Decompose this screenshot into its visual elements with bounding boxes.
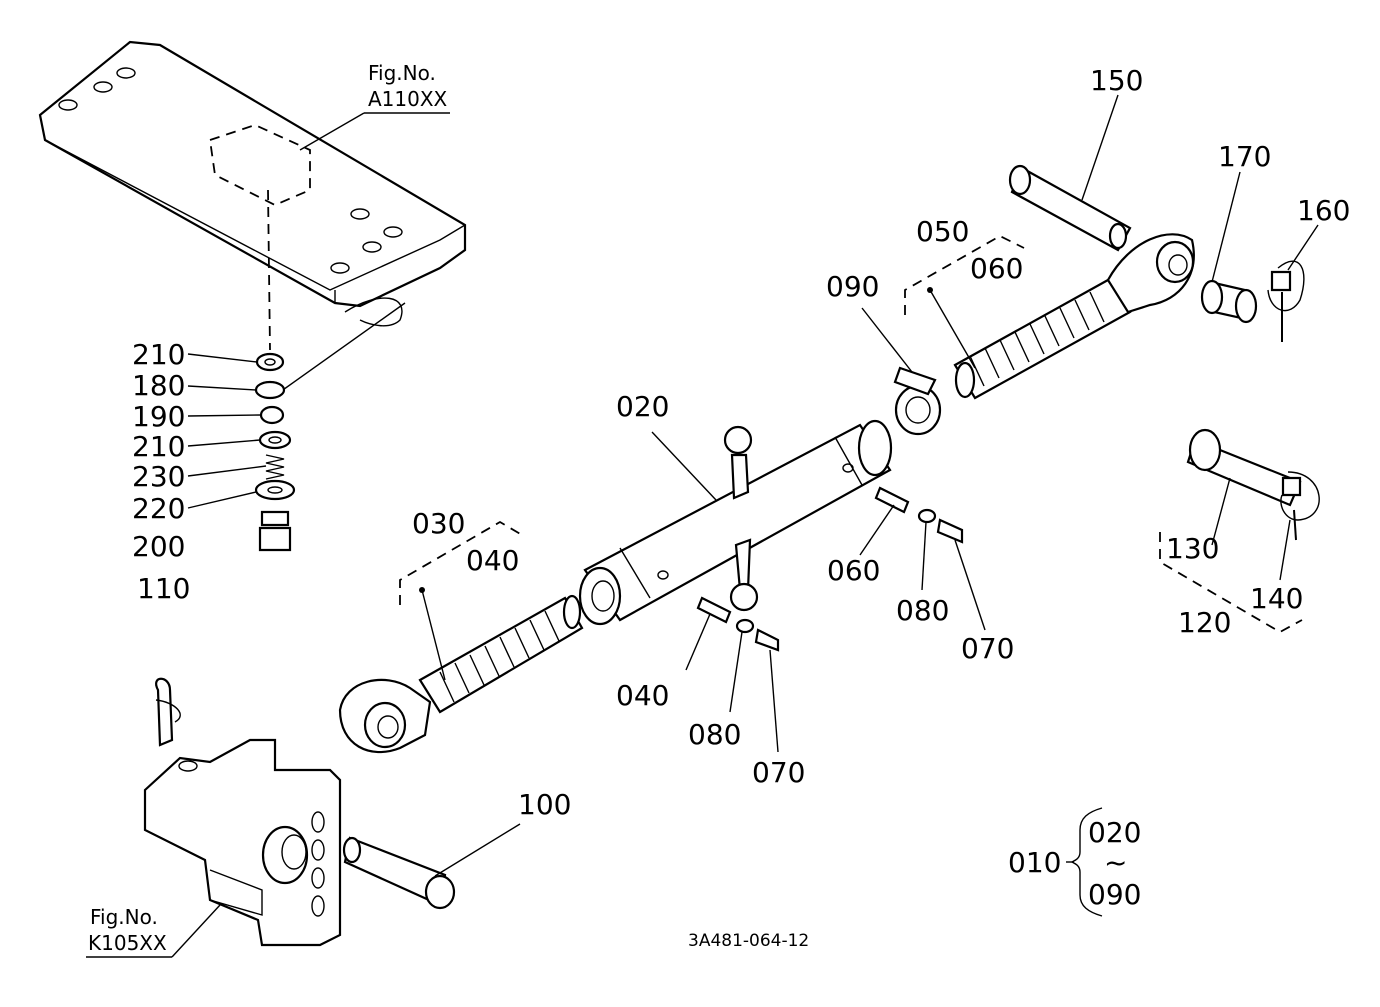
callout-210-lower: 210 xyxy=(132,430,185,463)
callout-230: 230 xyxy=(132,460,185,493)
callout-110: 110 xyxy=(137,572,190,605)
callout-080-left: 080 xyxy=(688,718,741,751)
callout-060-upper: 060 xyxy=(970,252,1023,285)
callout-180: 180 xyxy=(132,369,185,402)
callouts: 150 170 160 050 060 090 020 210 180 190 … xyxy=(132,64,1350,821)
assembly-to: 090 xyxy=(1088,878,1141,911)
callout-070-right: 070 xyxy=(961,632,1014,665)
fig-ref-a110: Fig.No. A110XX xyxy=(299,61,450,151)
drawing-code: 3A481-064-12 xyxy=(688,931,809,951)
nut-090 xyxy=(861,307,942,436)
callout-160: 160 xyxy=(1297,194,1350,227)
fig-ref-k105: Fig.No. K105XX xyxy=(86,904,221,958)
axis-line xyxy=(267,189,271,351)
assembly-brace xyxy=(1066,807,1103,917)
lower-bracket xyxy=(143,738,342,947)
fitting-set-right xyxy=(859,486,986,631)
callout-090: 090 xyxy=(826,270,879,303)
assembly-from: 020 xyxy=(1088,816,1141,849)
fig-label: Fig.No. xyxy=(90,905,158,929)
pin-150 xyxy=(1008,94,1132,252)
callout-120: 120 xyxy=(1178,606,1231,639)
callout-150: 150 xyxy=(1090,64,1143,97)
leader-020 xyxy=(651,431,717,501)
callout-130: 130 xyxy=(1166,532,1219,565)
callout-210-upper: 210 xyxy=(132,338,185,371)
callout-100: 100 xyxy=(518,788,571,821)
pin-130 xyxy=(1186,428,1320,581)
turnbuckle-020 xyxy=(578,419,893,626)
fig-number: A110XX xyxy=(368,87,448,111)
right-rod-end xyxy=(953,233,1195,400)
callout-030: 030 xyxy=(412,507,465,540)
lynch-pin-110 xyxy=(155,677,181,747)
assembly-tilde: ~ xyxy=(1104,846,1127,879)
callout-050: 050 xyxy=(916,215,969,248)
leader-030-040 xyxy=(421,589,446,681)
left-rod-end xyxy=(338,594,584,754)
bracket-030-040 xyxy=(399,520,523,605)
leader-050-060 xyxy=(929,289,976,369)
bushing-170 xyxy=(1200,171,1258,324)
fitting-set-left xyxy=(685,596,780,753)
callout-200: 200 xyxy=(132,530,185,563)
lynch-pin-160 xyxy=(1267,224,1319,342)
assembly-note: 010 020 ~ 090 xyxy=(1008,816,1141,911)
fig-number: K105XX xyxy=(88,931,167,955)
callout-220: 220 xyxy=(132,492,185,525)
callout-140: 140 xyxy=(1250,582,1303,615)
callout-040-upper: 040 xyxy=(466,544,519,577)
callout-080-right: 080 xyxy=(896,594,949,627)
stack-leaders xyxy=(187,353,267,509)
pin-100 xyxy=(342,823,521,910)
callout-020: 020 xyxy=(616,390,669,423)
fig-label: Fig.No. xyxy=(368,61,436,85)
top-bracket xyxy=(38,40,467,393)
callout-040-lower: 040 xyxy=(616,679,669,712)
assembly-parent: 010 xyxy=(1008,846,1061,879)
washer-stack xyxy=(254,352,296,552)
callout-190: 190 xyxy=(132,400,185,433)
callout-070-left: 070 xyxy=(752,756,805,789)
callout-060-lower: 060 xyxy=(827,554,880,587)
callout-170: 170 xyxy=(1218,140,1271,173)
